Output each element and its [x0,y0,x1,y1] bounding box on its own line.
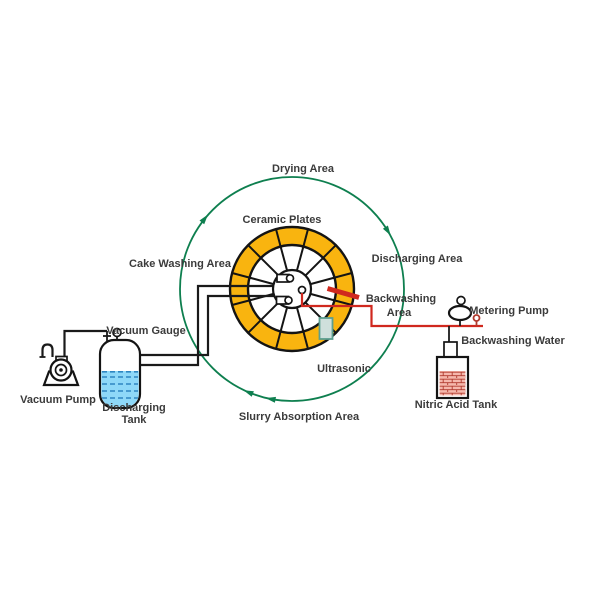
disc-segments [231,228,353,350]
hub-port-circle [284,295,293,305]
vacuum-pipe-inner-line [137,294,288,357]
metering-pump-knob [456,295,466,306]
nitric-tank-neck [443,341,458,359]
nitric-acid-tank [435,326,470,400]
ring-divider [247,319,262,334]
ring-divider [334,272,353,279]
rotation-arrow-icon [265,396,276,403]
backwashing-area-marker [326,286,360,300]
disc-spoke [279,307,289,332]
ring-divider [334,299,353,306]
disc-spoke [295,307,305,332]
label-backwashing-area-1: Backwashing [366,293,436,305]
disc-spoke [310,276,335,286]
tank-water [101,370,139,407]
label-discharging-tank-1: Discharging [102,402,166,414]
vacuum-pipe-outer-line [137,284,288,367]
vacuum-pump-inlet-hook [41,343,54,357]
vacuum-gauge-icon [112,327,122,338]
discharging-tank [98,327,142,410]
rotation-arrow-icon [382,225,391,236]
label-ceramic-plates: Ceramic Plates [243,214,322,226]
rotation-arrow-icon [243,390,254,397]
ultrasonic-transducer [318,317,334,340]
ring-divider [322,244,337,259]
rotation-circle [179,176,405,402]
hub-backwash-port [297,285,307,295]
hub-port-circle [285,273,295,283]
label-nitric-acid-tank: Nitric Acid Tank [415,399,498,411]
disc-spoke [260,301,280,321]
vacuum-pump [39,329,107,387]
label-vacuum-pump: Vacuum Pump [20,394,96,406]
disc-spoke [279,246,289,271]
label-backwashing-water: Backwashing Water [461,335,565,347]
backwash-valve [472,314,481,326]
disc-spoke [295,246,305,271]
rotation-path [179,176,405,403]
rotation-arrow-icon [199,214,208,225]
label-ultrasonic: Ultrasonic [317,363,371,375]
label-metering-pump: Metering Pump [469,305,549,317]
disc-spoke [304,257,324,277]
ring-divider [231,272,250,279]
label-cake-washing-area: Cake Washing Area [129,258,232,270]
disc-spoke [310,292,335,302]
label-discharging-tank-2: Tank [122,414,148,426]
label-vacuum-gauge: Vacuum Gauge [106,325,185,337]
disc-spoke [249,276,274,286]
label-drying-area: Drying Area [272,163,335,175]
valve-circle [472,314,481,322]
vacuum-pump-outlet-pipe [63,329,107,357]
label-backwashing-area-2: Area [387,307,412,319]
label-slurry-absorption-area: Slurry Absorption Area [239,411,360,423]
metering-pump [447,295,473,326]
ring-divider [302,331,309,350]
label-discharging-area: Discharging Area [372,253,464,265]
ring-divider [231,299,250,306]
ring-divider [275,331,282,350]
backwash-pipe [300,293,483,328]
vacuum-pipe [137,284,288,367]
diagram-labels: Drying Area Ceramic Plates Cake Washing … [20,163,565,426]
ring-divider [275,228,282,247]
pump-shaft [59,368,63,372]
metering-pump-body [447,304,473,322]
disc-hub [271,268,313,310]
ring-divider [302,228,309,247]
nitric-acid-liquid [439,371,466,396]
disc-spoke [260,257,280,277]
ring-divider [247,244,262,259]
